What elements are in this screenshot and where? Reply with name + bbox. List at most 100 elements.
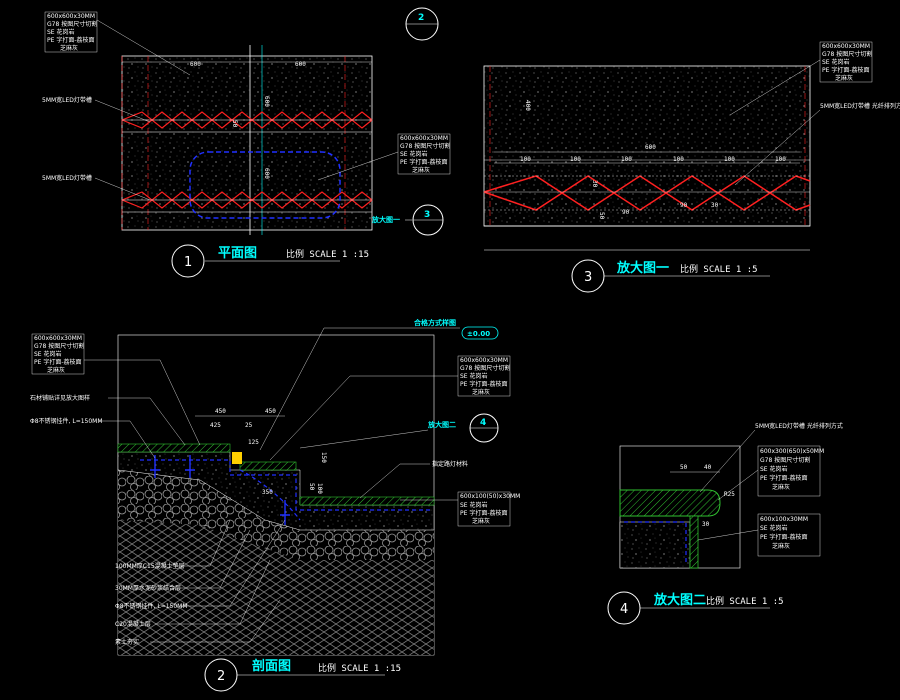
svg-text:G78 按图尺寸切割: G78 按图尺寸切割 (822, 50, 872, 58)
svg-text:PE 字打面-荔枝面: PE 字打面-荔枝面 (760, 533, 807, 541)
section-note-bottom-1: 100MM厚C15混凝土垫层 (115, 562, 185, 570)
plan-tag-b: 600x600x30MM G78 按图尺寸切割 SE 花岗岩 PE 字打面-荔枝… (317, 133, 450, 181)
detail2-concrete (619, 521, 691, 569)
detail2-tag-top: 600x300(650)x50MM G78 按图尺寸切割 SE 花岗岩 PE 字… (717, 445, 824, 501)
section-concrete (117, 451, 435, 531)
section-note-bottom-3: Φ8不锈钢挂件, L=150MM (115, 602, 188, 610)
svg-text:600x100(50)x30MM: 600x100(50)x30MM (460, 493, 520, 500)
section-note-bottom-2: 30MM厚水泥砂浆结合层 (115, 584, 181, 592)
svg-text:G78 按图尺寸切割: G78 按图尺寸切割 (400, 142, 450, 150)
plan-note-led2: 5MM宽LED灯带槽 (42, 174, 92, 182)
svg-text:2: 2 (418, 13, 424, 23)
plan-view-title: 平面图 (218, 246, 257, 261)
detail2-view: 50 40 R25 30 5MM宽LED灯带槽 光纤排列方式 600x300(6… (607, 422, 843, 625)
plan-view-number-circle (171, 244, 205, 278)
plan-dim-v1: 600 (263, 96, 270, 107)
svg-text:G78 按图尺寸切割: G78 按图尺寸切割 (34, 342, 84, 350)
svg-text:PE 字打面-荔枝面: PE 字打面-荔枝面 (822, 66, 869, 74)
svg-text:R25: R25 (724, 491, 735, 498)
svg-text:G78 按图尺寸切割: G78 按图尺寸切割 (460, 364, 510, 372)
svg-text:90: 90 (680, 202, 688, 209)
plan-dashed-outline (189, 151, 341, 219)
svg-text:3: 3 (424, 210, 430, 220)
svg-text:30: 30 (591, 180, 598, 188)
svg-text:50: 50 (598, 212, 605, 220)
plan-view: 600 600 600 50 600 600x600x30MM G78 按图尺寸… (42, 7, 450, 278)
svg-text:100: 100 (316, 483, 323, 494)
svg-text:100: 100 (570, 156, 581, 163)
section-note-bottom-4: C20混凝土层 (115, 620, 151, 628)
section-light-fixture (232, 452, 242, 464)
svg-text:600x600x30MM: 600x600x30MM (34, 335, 82, 342)
section-note-left-1: 石材铺贴详见放大图样 (30, 394, 90, 402)
section-gravel (118, 470, 434, 560)
svg-text:50: 50 (308, 483, 315, 491)
detail1-tag: 600x600x30MM G78 按图尺寸切割 SE 花岗岩 PE 字打面-荔枝… (729, 41, 872, 116)
svg-text:25: 25 (245, 422, 253, 429)
svg-text:150: 150 (320, 452, 327, 463)
svg-text:40: 40 (704, 464, 712, 471)
svg-text:芝麻灰: 芝麻灰 (772, 542, 790, 550)
svg-text:100: 100 (673, 156, 684, 163)
section-detail-callout: 放大图二 4 (299, 413, 499, 449)
detail1-dim-height: 400 (524, 100, 531, 111)
section-top-note: 合格方式样图 (413, 318, 456, 327)
section-scale: 比例 SCALE 1 :15 (318, 662, 401, 674)
section-anchors (150, 455, 290, 525)
section-note-left-2: Φ8不锈钢挂件, L=150MM (30, 417, 103, 425)
svg-text:芝麻灰: 芝麻灰 (412, 166, 430, 174)
svg-text:PE 字打面-荔枝面: PE 字打面-荔枝面 (460, 380, 507, 388)
svg-text:SE 花岗岩: SE 花岗岩 (460, 501, 488, 509)
section-stone-lower (299, 496, 435, 506)
svg-text:600x100x30MM: 600x100x30MM (760, 516, 808, 523)
svg-text:SE 花岗岩: SE 花岗岩 (760, 465, 788, 473)
section-tag-lower-right: 600x100(50)x30MM SE 花岗岩 PE 字打面-荔枝面 芝麻灰 (400, 491, 520, 527)
svg-text:芝麻灰: 芝麻灰 (772, 483, 790, 491)
detail2-led-note: 5MM宽LED灯带槽 光纤排列方式 (755, 422, 843, 430)
section-view: 450 450 425 25 125 150 50 100 350 合格方式样图… (30, 318, 520, 692)
detail1-number: 3 (584, 270, 592, 285)
svg-text:PE 字打面-荔枝面: PE 字打面-荔枝面 (34, 358, 81, 366)
svg-text:600x600x30MM: 600x600x30MM (47, 13, 95, 20)
svg-text:芝麻灰: 芝麻灰 (60, 44, 78, 52)
svg-text:425: 425 (210, 422, 221, 429)
svg-text:芝麻灰: 芝麻灰 (835, 74, 853, 82)
plan-dim-v3: 600 (263, 168, 270, 179)
svg-text:600x600x30MM: 600x600x30MM (460, 357, 508, 364)
plan-view-scale: 比例 SCALE 1 :15 (286, 248, 369, 260)
section-number: 2 (217, 669, 225, 684)
svg-text:芝麻灰: 芝麻灰 (472, 388, 490, 396)
svg-text:450: 450 (265, 408, 276, 415)
section-note-bottom-5: 素土夯实 (115, 638, 139, 646)
detail1-slab (483, 65, 811, 227)
svg-text:600x300(650)x50MM: 600x300(650)x50MM (760, 448, 824, 455)
section-tag-left: 600x600x30MM G78 按图尺寸切割 SE 花岗岩 PE 字打面-荔枝… (31, 333, 201, 446)
svg-text:PE 字打面-荔枝面: PE 字打面-荔枝面 (400, 158, 447, 166)
svg-text:600x600x30MM: 600x600x30MM (400, 135, 448, 142)
svg-text:SE 花岗岩: SE 花岗岩 (34, 350, 62, 358)
section-elevation: ±0.00 (467, 330, 490, 338)
svg-text:4: 4 (480, 418, 486, 428)
plan-detail-callout: 放大图一 3 (371, 204, 444, 236)
svg-text:PE 字打面-荔枝面: PE 字打面-荔枝面 (460, 509, 507, 517)
detail1-title: 放大图一 (616, 260, 669, 276)
svg-text:30: 30 (702, 521, 710, 528)
svg-text:PE 字打面-荔枝面: PE 字打面-荔枝面 (47, 36, 94, 44)
svg-text:SE 花岗岩: SE 花岗岩 (760, 524, 788, 532)
section-stone-upper (117, 443, 231, 453)
section-soil (118, 520, 434, 655)
plan-tag-a: 600x600x30MM G78 按图尺寸切割 SE 花岗岩 PE 字打面-荔枝… (44, 11, 191, 76)
plan-section-callout: 2 (405, 7, 439, 41)
plan-dim-v2: 50 (231, 120, 238, 128)
svg-text:G78 按图尺寸切割: G78 按图尺寸切割 (760, 456, 810, 464)
detail2-stone (619, 489, 721, 517)
svg-text:30: 30 (711, 202, 719, 209)
svg-text:350: 350 (262, 489, 273, 496)
svg-text:SE 花岗岩: SE 花岗岩 (822, 58, 850, 66)
svg-text:芝麻灰: 芝麻灰 (47, 366, 65, 374)
detail1-scale: 比例 SCALE 1 :5 (680, 263, 758, 275)
section-title: 剖面图 (252, 658, 291, 674)
svg-text:放大图二: 放大图二 (427, 420, 456, 429)
section-note-right: 指定路灯材料 (432, 460, 468, 468)
